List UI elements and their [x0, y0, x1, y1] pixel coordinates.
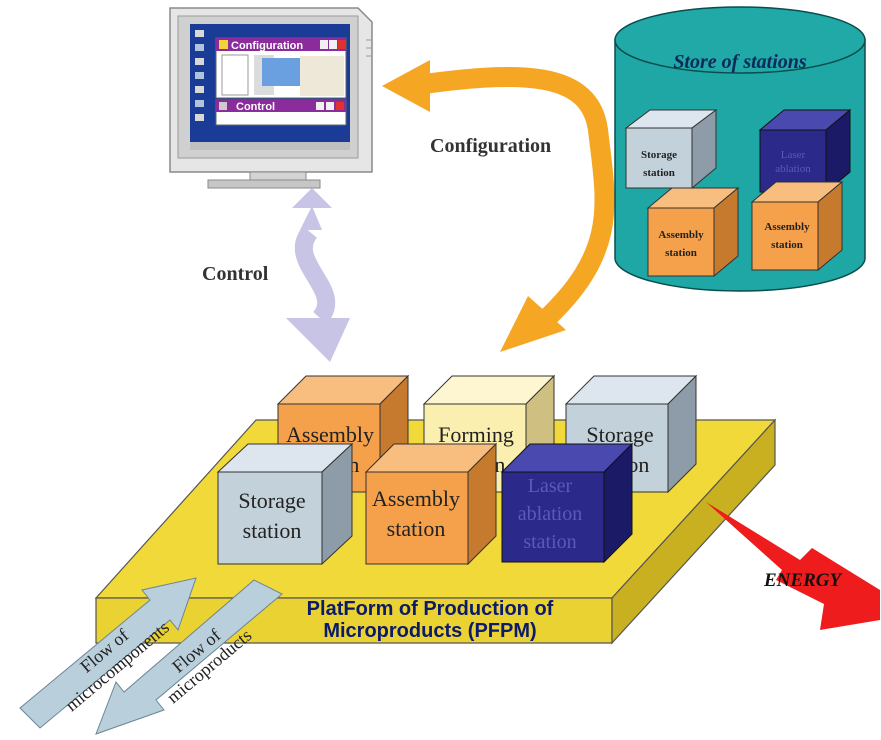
svg-text:Storage: Storage — [641, 149, 677, 161]
svg-text:ablation: ablation — [518, 503, 582, 525]
svg-text:Assembly: Assembly — [658, 229, 704, 241]
svg-text:station: station — [387, 516, 446, 541]
store-laser-ablation-station: Laser ablation — [758, 108, 852, 194]
platform-name-line2: Microproducts (PFPM) — [323, 620, 536, 642]
store-title: Store of stations — [673, 51, 807, 73]
platform-name-line1: PlatForm of Production of — [307, 598, 554, 620]
energy-label: ENERGY — [763, 570, 843, 591]
svg-text:station: station — [523, 531, 576, 553]
svg-text:station: station — [771, 239, 803, 251]
computer-monitor: Configuration Control — [169, 7, 373, 189]
store-of-stations: Store of stations Storage station Laser … — [614, 6, 866, 292]
svg-text:Laser: Laser — [528, 475, 573, 497]
storage-station-front: Storage station — [216, 442, 354, 566]
control-window: Control — [215, 99, 347, 126]
window-icon — [219, 102, 227, 110]
minimize-icon[interactable] — [320, 40, 328, 49]
configuration-window: Configuration — [215, 37, 347, 99]
energy-lightning-icon — [706, 502, 880, 630]
store-storage-station: Storage station — [624, 109, 718, 190]
control-label: Control — [202, 263, 269, 285]
taskbar — [190, 142, 350, 150]
svg-text:ablation: ablation — [775, 163, 811, 175]
store-assembly-station-2: Assembly station — [750, 180, 844, 272]
configuration-label: Configuration — [430, 135, 551, 157]
svg-text:Assembly: Assembly — [286, 422, 374, 447]
svg-text:station: station — [643, 167, 675, 179]
assembly-station-front: Assembly station — [364, 442, 498, 566]
configuration-window-title: Configuration — [231, 40, 303, 52]
store-assembly-station-1: Assembly station — [646, 186, 740, 278]
svg-text:Storage: Storage — [586, 422, 653, 447]
svg-text:station: station — [665, 247, 697, 259]
svg-text:Forming: Forming — [438, 422, 514, 447]
minimize-icon[interactable] — [316, 102, 324, 110]
configuration-window-titlebar — [216, 38, 346, 51]
control-window-title: Control — [236, 101, 275, 113]
svg-text:Assembly: Assembly — [372, 486, 460, 511]
restore-icon[interactable] — [329, 40, 337, 49]
close-icon[interactable] — [336, 102, 344, 110]
svg-text:Storage: Storage — [238, 488, 305, 513]
close-icon[interactable] — [338, 40, 346, 49]
window-icon — [219, 40, 228, 49]
control-window-titlebar — [216, 100, 346, 112]
svg-text:Laser: Laser — [781, 149, 806, 161]
laser-ablation-station: Laser ablation station — [500, 442, 634, 564]
control-arrow — [286, 188, 350, 362]
restore-icon[interactable] — [326, 102, 334, 110]
configuration-arrow — [382, 60, 615, 352]
svg-text:Assembly: Assembly — [764, 221, 810, 233]
platform-side — [611, 418, 776, 645]
svg-text:station: station — [243, 518, 302, 543]
